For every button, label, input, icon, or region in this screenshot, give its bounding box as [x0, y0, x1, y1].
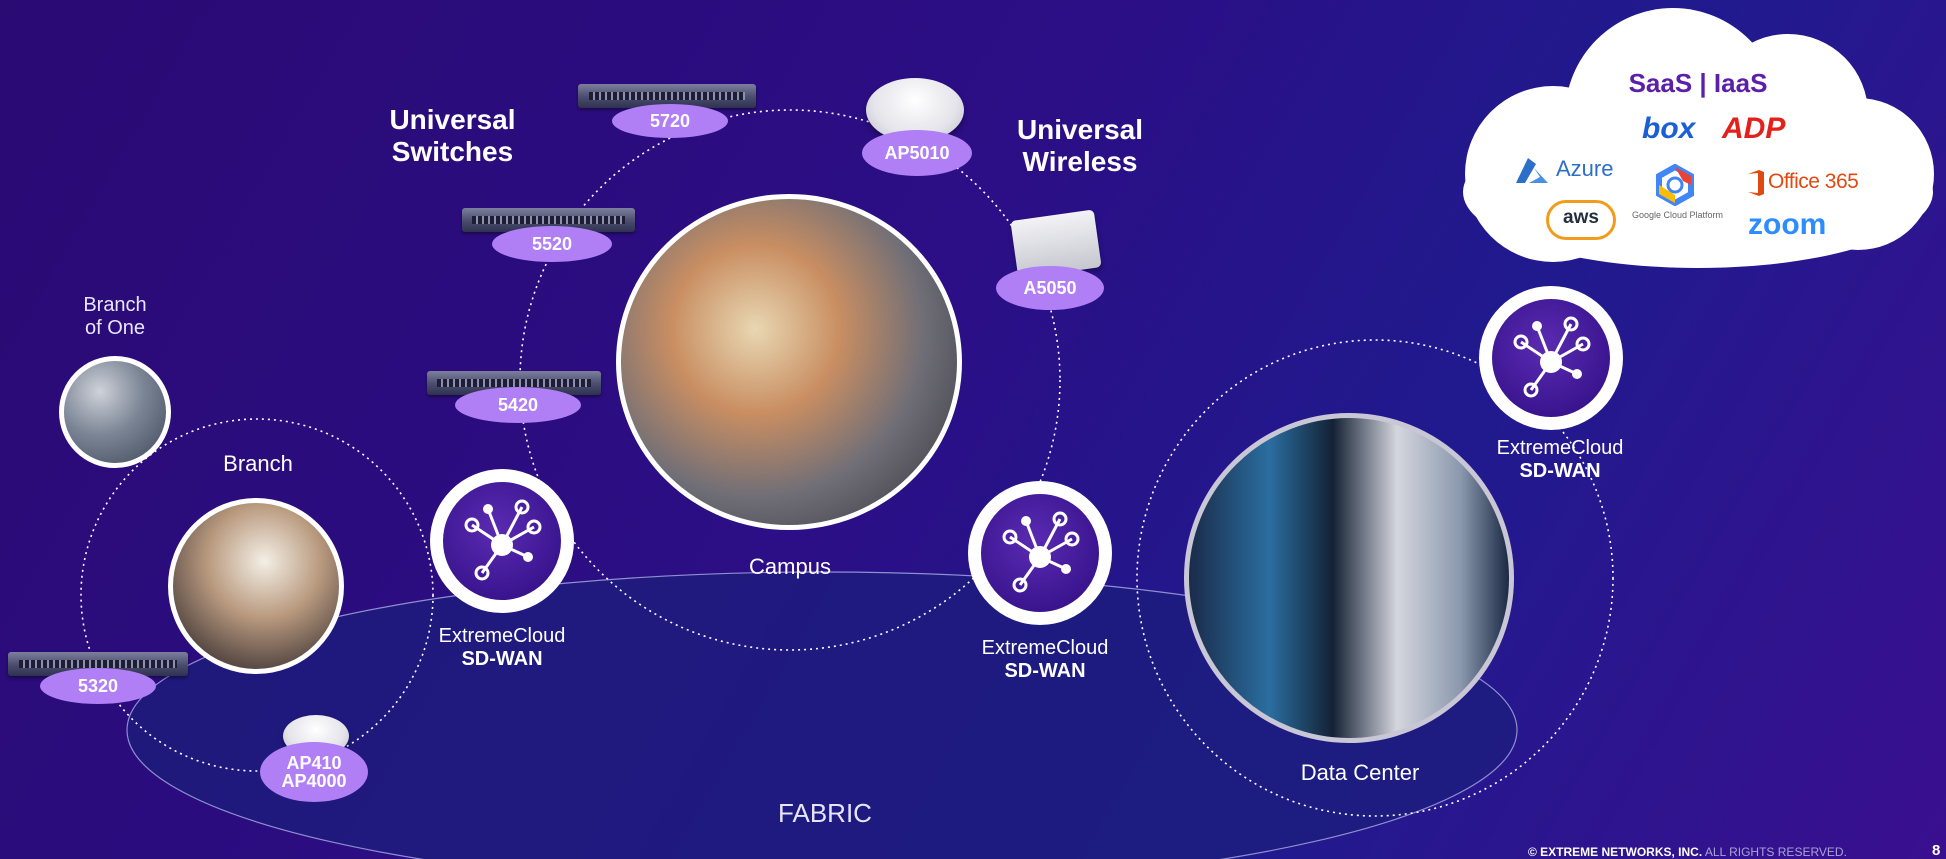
sdwan-label-line1: ExtremeCloud — [438, 625, 566, 647]
network-hub-icon — [1513, 316, 1591, 398]
saas-cloud: SaaS | IaaS box ADP Azure Google Cloud P… — [1458, 4, 1938, 272]
sdwan-label-branch: ExtremeCloud SD-WAN — [412, 625, 592, 671]
sdwan-label-line1: ExtremeCloud — [981, 637, 1109, 659]
sdwan-label-line2: SD-WAN — [1004, 660, 1086, 682]
universal-switches-heading: Universal Switches — [360, 104, 545, 168]
device-label-5720: 5720 — [612, 104, 728, 138]
sdwan-label-line2: SD-WAN — [1519, 460, 1601, 482]
device-label-5520: 5520 — [492, 226, 612, 262]
campus-photo — [616, 194, 962, 530]
sdwan-node-datacenter — [1479, 286, 1623, 430]
footer-company: © EXTREME NETWORKS, INC. — [1528, 845, 1703, 859]
switch-5320 — [8, 652, 188, 676]
sdwan-label-line1: ExtremeCloud — [1496, 437, 1624, 459]
heading-line: Switches — [391, 136, 514, 168]
adp-logo: ADP — [1722, 112, 1786, 145]
device-label-5320: 5320 — [40, 668, 156, 704]
copyright-footer: © EXTREME NETWORKS, INC. ALL RIGHTS RESE… — [1528, 845, 1847, 859]
device-label-ap410-ap4000: AP410 AP4000 — [260, 742, 368, 802]
google-cloud-icon — [1656, 164, 1694, 206]
datacenter-ring — [1136, 339, 1614, 817]
label-line: of One — [84, 317, 146, 339]
google-cloud-logo: Google Cloud Platform — [1632, 210, 1724, 220]
office-icon — [1748, 170, 1764, 196]
cloud-shape — [1463, 8, 1934, 268]
branch-label: Branch — [223, 451, 293, 476]
sdwan-label-datacenter: ExtremeCloud SD-WAN — [1470, 437, 1650, 483]
device-label-a5050: A5050 — [996, 266, 1104, 310]
heading-line: Wireless — [1022, 146, 1138, 178]
data-center-photo — [1184, 413, 1514, 743]
branch-ring — [80, 418, 434, 772]
sdwan-node-campus — [968, 481, 1112, 625]
office-365-logo: Office 365 — [1768, 170, 1859, 193]
fabric-ellipse — [126, 571, 1518, 859]
label-line: Branch — [83, 294, 147, 316]
branch-of-one-photo — [59, 356, 171, 468]
device-label-5420: 5420 — [455, 387, 581, 423]
universal-wireless-heading: Universal Wireless — [990, 114, 1170, 178]
fabric-label: FABRIC — [778, 798, 872, 828]
sdwan-label-line2: SD-WAN — [461, 648, 543, 670]
azure-logo: Azure — [1556, 156, 1614, 181]
branch-of-one-label: Branch of One — [55, 294, 175, 340]
heading-line: Universal — [1016, 114, 1144, 145]
cloud-title: SaaS | IaaS — [1628, 68, 1768, 98]
data-center-label: Data Center — [1300, 760, 1420, 785]
sdwan-node-branch — [430, 469, 574, 613]
box-logo: box — [1642, 112, 1696, 145]
device-label-ap410: AP410 — [286, 753, 342, 773]
campus-label: Campus — [749, 554, 831, 579]
network-hub-icon — [1002, 511, 1080, 593]
aws-logo: aws — [1546, 200, 1616, 240]
footer-rights: ALL RIGHTS RESERVED. — [1704, 845, 1847, 859]
azure-icon — [1516, 158, 1548, 183]
switch-5520 — [462, 208, 635, 232]
network-hub-icon — [464, 499, 542, 581]
page-number: 8 — [1932, 842, 1941, 859]
zoom-logo: zoom — [1748, 208, 1827, 241]
heading-line: Universal — [389, 104, 516, 135]
branch-photo — [168, 498, 344, 674]
device-label-ap5010: AP5010 — [862, 130, 972, 176]
device-label-ap4000: AP4000 — [281, 771, 347, 791]
sdwan-label-campus: ExtremeCloud SD-WAN — [955, 637, 1135, 683]
